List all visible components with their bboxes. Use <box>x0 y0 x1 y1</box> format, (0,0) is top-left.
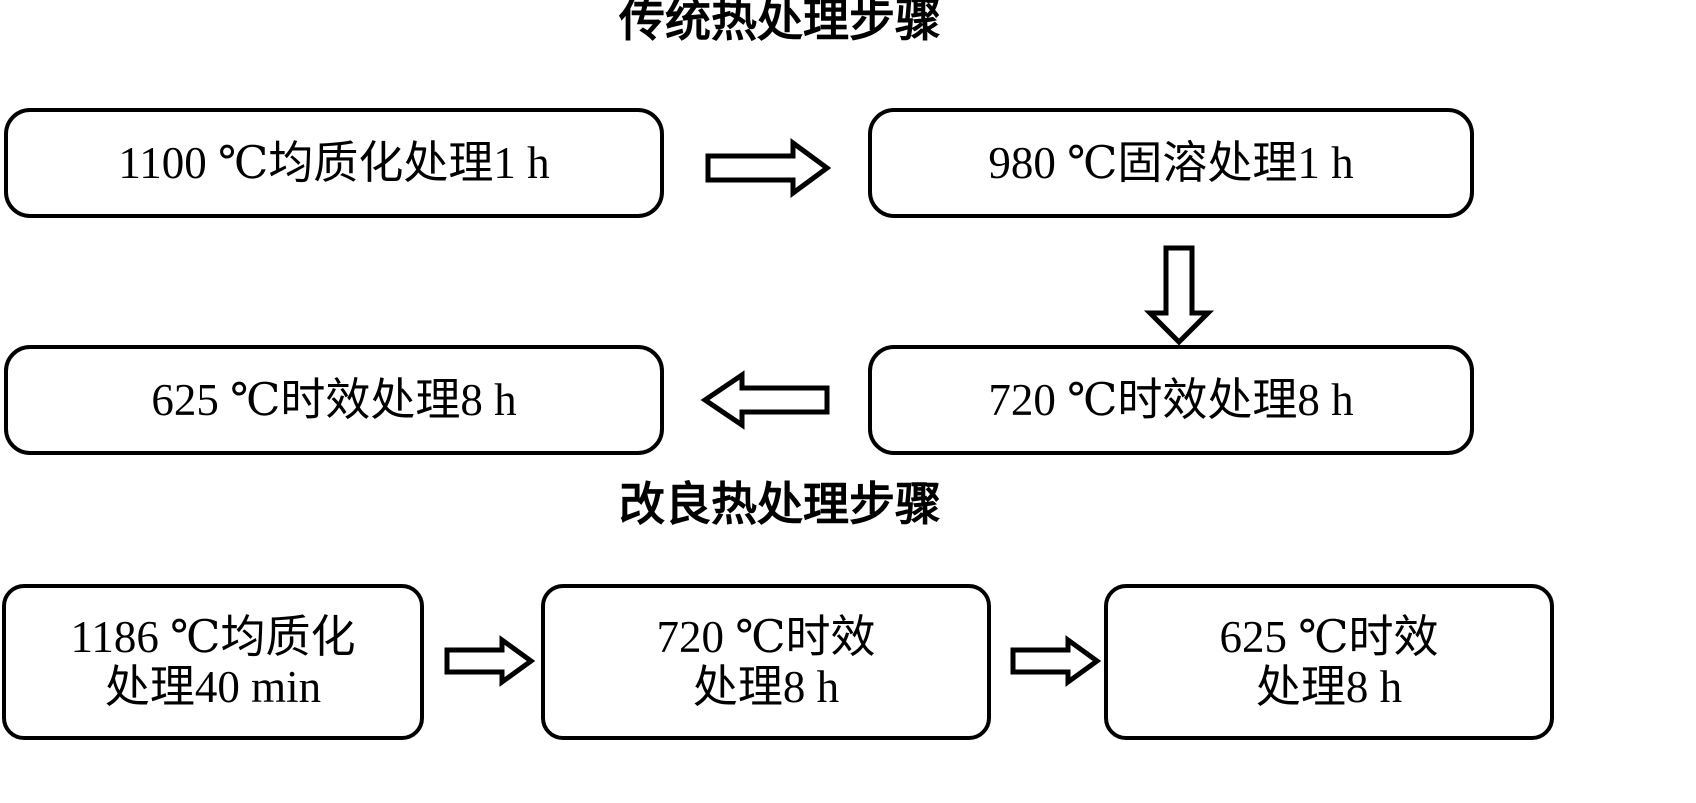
node-traditional-solution[interactable]: 980 ℃固溶处理1 h <box>868 108 1474 218</box>
improved-section-title: 改良热处理步骤 <box>619 479 941 530</box>
arrow-right-icon-trad-1 <box>705 138 832 198</box>
node-improved-homogenization[interactable]: 1186 ℃均质化 处理40 min <box>2 584 424 740</box>
traditional-section-title: 传统热处理步骤 <box>619 0 941 46</box>
arrow-left-icon-trad-3 <box>700 370 830 430</box>
arrow-right-icon-imp-2 <box>1010 635 1102 687</box>
node-traditional-aging-625[interactable]: 625 ℃时效处理8 h <box>4 345 664 455</box>
node-improved-aging-625[interactable]: 625 ℃时效 处理8 h <box>1104 584 1554 740</box>
node-traditional-homogenization[interactable]: 1100 ℃均质化处理1 h <box>4 108 664 218</box>
node-improved-aging-720[interactable]: 720 ℃时效 处理8 h <box>541 584 991 740</box>
arrow-right-icon-imp-1 <box>444 635 536 687</box>
node-traditional-aging-720[interactable]: 720 ℃时效处理8 h <box>868 345 1474 455</box>
arrow-down-icon-trad-2 <box>1143 245 1215 346</box>
